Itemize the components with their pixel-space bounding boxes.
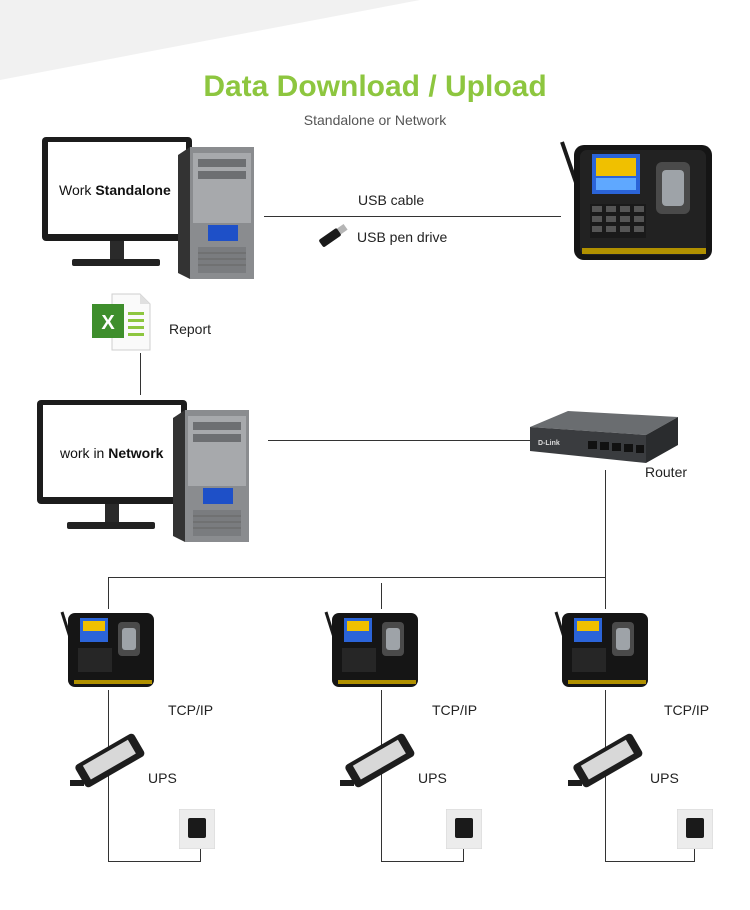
network-terminal-3-icon [554, 611, 648, 687]
standalone-computer-icon [42, 137, 254, 279]
router-label: Router [645, 464, 688, 480]
router-brand-text: D-Link [538, 440, 560, 447]
report-label: Report [169, 321, 212, 337]
drop-line-3 [605, 577, 606, 609]
wall-socket-2-icon [446, 809, 482, 849]
usb-cable-label: USB cable [358, 192, 425, 208]
report-link-line [140, 353, 141, 395]
network-link-line [268, 440, 530, 441]
terminal-2-conn-label: TCP/IP [432, 702, 478, 718]
power-adapter-1-icon [70, 733, 145, 788]
network-bus-line [108, 577, 606, 578]
network-terminal-2-icon [324, 611, 418, 687]
network-terminal-1-icon [60, 611, 154, 687]
usb-cable-line [264, 216, 561, 217]
svg-text:X: X [101, 312, 115, 334]
usb-drive-icon [319, 223, 348, 247]
wall-socket-3-icon [677, 809, 713, 849]
terminal-3-power-label: UPS [650, 770, 679, 786]
drop-line-2 [381, 583, 382, 609]
router-icon: D-Link [530, 411, 678, 463]
fingerprint-terminal-icon [560, 141, 712, 260]
excel-report-icon: X [92, 293, 151, 351]
terminal-1-power-label: UPS [148, 770, 177, 786]
page-subtitle: Standalone or Network [303, 112, 447, 128]
power-line-1b [108, 861, 201, 862]
network-monitor-text: work in Network [60, 445, 164, 461]
usb-drive-label: USB pen drive [357, 229, 448, 245]
terminal-3-conn-label: TCP/IP [664, 702, 710, 718]
power-line-1c [200, 840, 201, 862]
router-trunk-line [605, 470, 606, 578]
power-line-2a [381, 690, 382, 862]
power-line-3b [605, 861, 695, 862]
power-line-3c [694, 840, 695, 862]
drop-line-1 [108, 577, 109, 609]
network-computer-icon [37, 400, 249, 542]
wall-socket-1-icon [179, 809, 215, 849]
terminal-1-conn-label: TCP/IP [168, 702, 214, 718]
power-adapter-3-icon [568, 733, 643, 788]
power-adapter-2-icon [340, 733, 415, 788]
terminal-2-power-label: UPS [418, 770, 447, 786]
standalone-monitor-text: Work Standalone [59, 182, 171, 198]
power-line-2b [381, 861, 464, 862]
page-title: Data Download / Upload [203, 70, 547, 103]
power-line-2c [463, 840, 464, 862]
